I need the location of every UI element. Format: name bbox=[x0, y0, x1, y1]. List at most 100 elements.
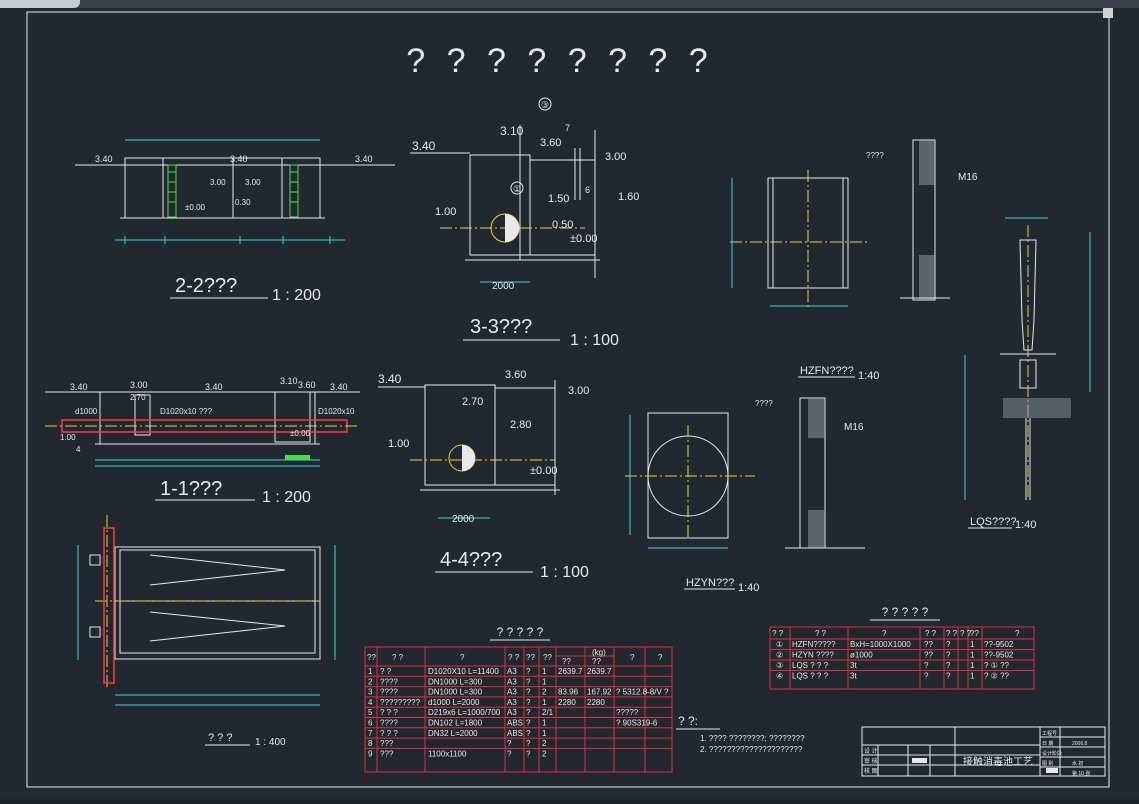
table-cell: 2 bbox=[542, 739, 547, 748]
note-item: 1. ???? ????????; ???????? bbox=[700, 734, 805, 743]
table-header: ? ? bbox=[815, 629, 827, 638]
level-label: 2.80 bbox=[510, 419, 531, 431]
level-label: ±0.00 bbox=[290, 429, 311, 438]
main-title: ? ? ? ? ? ? ? ? bbox=[406, 42, 713, 80]
table-cell: 7 bbox=[368, 729, 373, 738]
table-cell: ??-9502 bbox=[984, 640, 1014, 649]
marker-7: 7 bbox=[565, 123, 570, 133]
table-cell: ? bbox=[924, 672, 929, 681]
table-cell: 5 bbox=[368, 708, 373, 717]
equipment-table-title: ? ? ? ? ? bbox=[882, 605, 929, 619]
title-block-value: 2006.8 bbox=[1072, 741, 1088, 747]
level-label: 3.10 bbox=[280, 376, 298, 386]
title-block-label: 审 核 bbox=[864, 757, 878, 765]
plan-scale: 1 : 400 bbox=[255, 737, 286, 748]
table-cell: ? ? bbox=[380, 667, 392, 676]
table-cell: ??? bbox=[380, 749, 394, 758]
hzfn-scale: 1:40 bbox=[858, 370, 879, 382]
gate-detail-top: ???? M16 bbox=[730, 139, 978, 310]
table-cell: 2639.7 bbox=[558, 667, 583, 676]
table-cell: ① bbox=[776, 640, 783, 649]
section-3-3-view: ③ ① 7 6 3.40 3.10 3.60 3.00 1.00 1.50 1.… bbox=[410, 97, 639, 349]
table-cell: ABS bbox=[507, 729, 523, 738]
table-header: ? ? bbox=[772, 629, 784, 638]
title-block-label: 设计阶段 bbox=[1042, 750, 1062, 757]
table-header: ?? bbox=[543, 653, 552, 662]
table-header: ? ? bbox=[960, 629, 972, 638]
table-cell: ? ① ?? bbox=[984, 661, 1010, 670]
table-header: ? bbox=[460, 653, 465, 662]
title-block-value: 水 初 bbox=[1072, 760, 1083, 767]
title-block-label: 核 图 bbox=[864, 767, 878, 775]
table-cell: 2639.7 bbox=[587, 667, 612, 676]
table-cell: ? bbox=[526, 708, 531, 717]
note-item: 2. ????????????????????? bbox=[700, 745, 803, 754]
table-cell: ? bbox=[526, 698, 531, 707]
table-cell: A3 bbox=[507, 698, 517, 707]
plan-label: ? ? ? bbox=[208, 732, 232, 744]
table-cell: A3 bbox=[507, 708, 517, 717]
pipe-label: D1020x10 ??? bbox=[160, 407, 213, 416]
table-cell: 1 bbox=[970, 640, 975, 649]
table-cell: ? bbox=[946, 661, 951, 670]
table-subheader: ?? bbox=[592, 657, 601, 666]
table-cell: ???? bbox=[380, 719, 398, 728]
section-2-2-scale: 1 : 200 bbox=[272, 287, 321, 304]
table-cell: DN32 L=2000 bbox=[428, 729, 478, 738]
lqs-hoist-view: LQS???? 1:40 bbox=[964, 217, 1091, 531]
marker-3: ③ bbox=[541, 100, 549, 110]
cad-drawing-canvas[interactable]: ? ? ? ? ? ? ? ? 3.40 3.40 3.40 3.00 3.00… bbox=[0, 8, 1139, 799]
table-cell: d1000 L=2000 bbox=[428, 698, 480, 707]
table-cell: DN1000 L=300 bbox=[428, 688, 483, 697]
plan-view: ? ? ? 1 : 400 bbox=[77, 515, 336, 748]
table-cell: 1 bbox=[970, 672, 975, 681]
note-label: M16 bbox=[844, 422, 864, 433]
table-subheader: ?? bbox=[562, 657, 571, 666]
level-label: 3.40 bbox=[378, 372, 402, 386]
window-tab[interactable] bbox=[0, 0, 80, 8]
drawing-svg: ? ? ? ? ? ? ? ? 3.40 3.40 3.40 3.00 3.00… bbox=[26, 8, 1113, 788]
section-1-1-view: 3.40 3.00 3.40 3.10 3.60 3.40 2.70 1.00 … bbox=[45, 376, 360, 506]
table-header: ?? bbox=[970, 629, 979, 638]
table-cell: 1 bbox=[970, 661, 975, 670]
table-cell: ? bbox=[526, 667, 531, 676]
title-block-label: 图 别 bbox=[1042, 760, 1053, 767]
table-cell: ? ② ?? bbox=[984, 672, 1010, 681]
section-1-1-scale: 1 : 200 bbox=[262, 489, 311, 506]
note-label: M16 bbox=[958, 172, 978, 183]
table-cell: ? bbox=[526, 688, 531, 697]
level-label: 3.00 bbox=[130, 380, 148, 390]
table-header: ? bbox=[630, 653, 635, 662]
table-cell: ? 90S319-6 bbox=[616, 719, 658, 728]
title-block: 设 计 审 核 核 图 接触消毒池工艺 工程号 日 期 设计阶段 图 别 200… bbox=[861, 726, 1106, 777]
dimension-label: 2000 bbox=[492, 281, 515, 292]
level-label: 1.50 bbox=[548, 193, 569, 205]
level-label: 3.00 bbox=[605, 151, 626, 163]
table-cell: ???? bbox=[380, 677, 398, 686]
table-cell: ??? bbox=[380, 739, 394, 748]
table-cell: ???? bbox=[380, 688, 398, 697]
notes-title: ? ?: bbox=[678, 714, 698, 728]
hzyn-scale: 1:40 bbox=[738, 582, 759, 594]
table-cell: ? 5312.8-8/V ? bbox=[616, 688, 669, 697]
level-label: 3.40 bbox=[355, 154, 373, 164]
table-header: ? bbox=[882, 629, 887, 638]
level-label: 3.10 bbox=[500, 124, 524, 138]
table-cell: ????? bbox=[616, 708, 639, 717]
section-4-4-view: 3.40 3.60 3.00 2.70 2.80 1.00 ±0.00 2000… bbox=[378, 369, 589, 581]
table-cell: ? bbox=[526, 749, 531, 758]
hzyn-label: HZYN??? bbox=[686, 577, 734, 589]
table-cell: ? bbox=[946, 651, 951, 660]
table-cell: 1 bbox=[368, 667, 373, 676]
note-label: ???? bbox=[755, 399, 773, 408]
table-cell: 2 bbox=[368, 677, 373, 686]
level-label: 2.70 bbox=[462, 396, 483, 408]
table-cell: 167.92 bbox=[587, 688, 612, 697]
table-cell: ② bbox=[776, 651, 783, 660]
marker-1: ① bbox=[513, 184, 521, 194]
table-cell: 2280 bbox=[587, 698, 605, 707]
table-cell: 9 bbox=[368, 749, 373, 758]
table-cell: ? bbox=[526, 729, 531, 738]
marker-6: 6 bbox=[585, 185, 590, 195]
level-label: 3.40 bbox=[330, 382, 348, 392]
